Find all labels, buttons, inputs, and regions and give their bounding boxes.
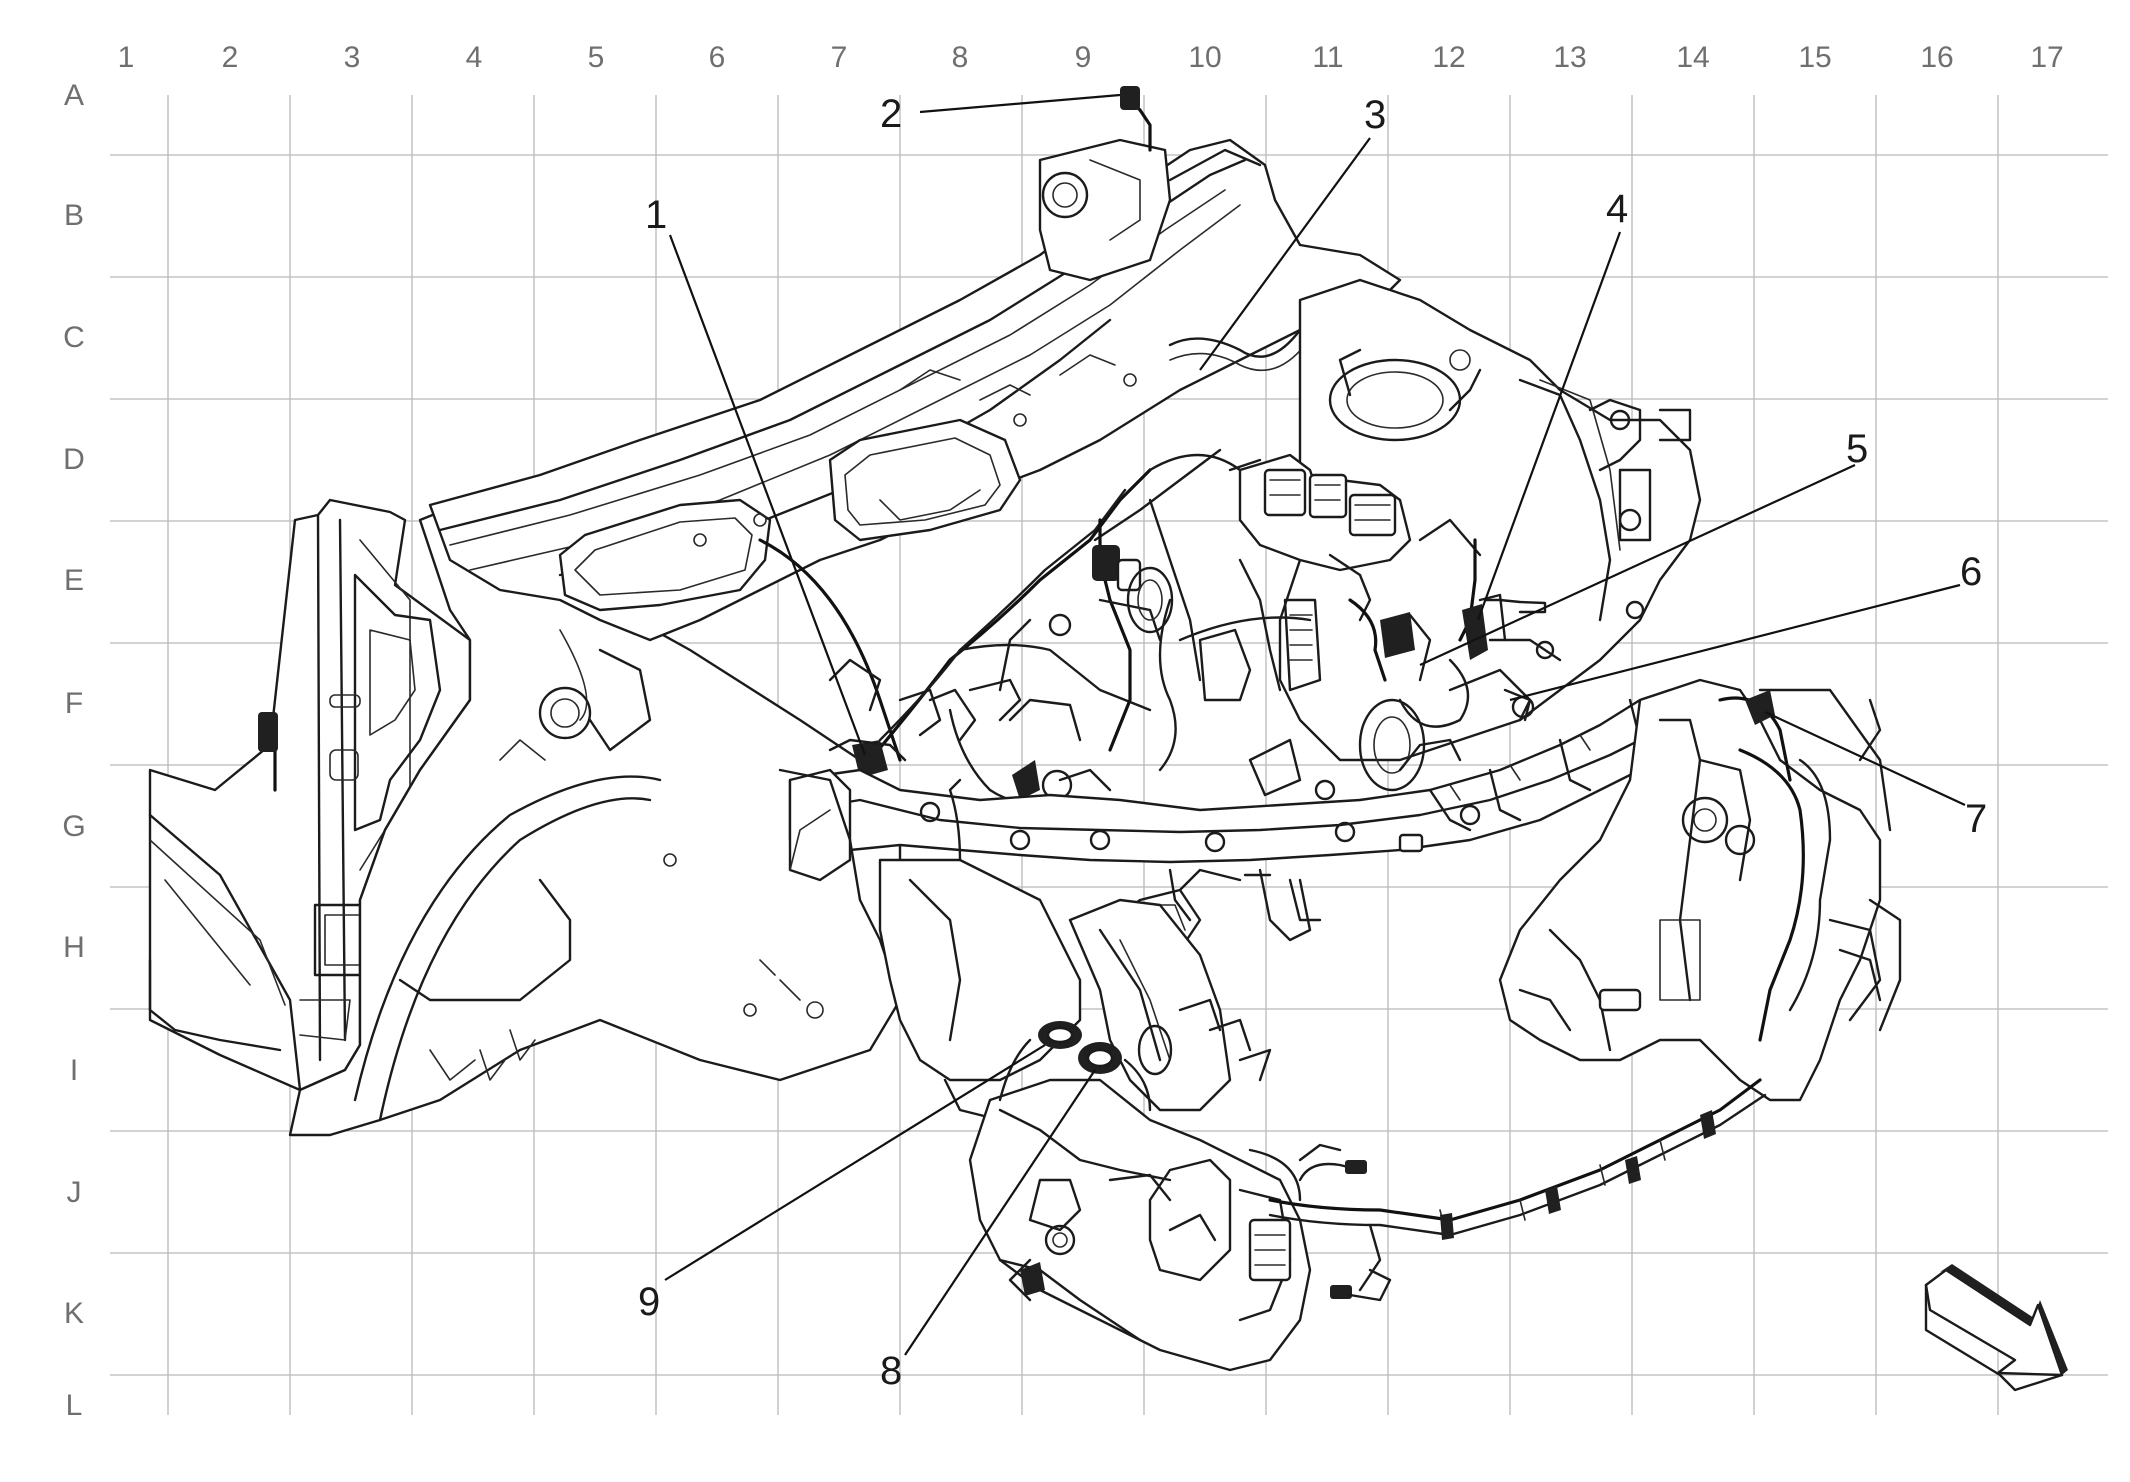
grid-row-label: D [63, 443, 85, 476]
radiator-support [778, 688, 1702, 1002]
leader-2 [919, 93, 1121, 114]
grid-column-label: 11 [1312, 41, 1343, 74]
cowl-plenum-panel [428, 86, 1402, 642]
leader-3 [1199, 137, 1371, 371]
vehicle-front-structure [148, 86, 1902, 1372]
grid-column-label: 2 [222, 41, 239, 74]
grid-column-label: 14 [1676, 41, 1709, 74]
grid-row-label: K [64, 1297, 84, 1330]
grid-column-label: 17 [2030, 41, 2063, 74]
grid-column-label: 12 [1432, 41, 1465, 74]
leader-6 [1509, 583, 1961, 702]
callout-6: 6 [1960, 550, 1982, 594]
grid-row-label: L [66, 1389, 83, 1422]
callout-leaders [664, 93, 1966, 1356]
lower-center-bracket [878, 778, 1272, 1122]
grid-column-label: 5 [588, 41, 605, 74]
grid-column-label: 6 [709, 41, 726, 74]
connector-7-body [1745, 690, 1775, 725]
grid-row-label: E [64, 564, 84, 597]
grid-row-label: I [70, 1054, 78, 1087]
leader-9 [664, 1044, 1046, 1281]
main-wire-harness [758, 448, 1562, 805]
grid-row-label: A [64, 79, 84, 112]
grid-column-label: 9 [1075, 41, 1092, 74]
grid-column-label: 3 [344, 41, 361, 74]
callout-4: 4 [1606, 187, 1628, 231]
callout-7: 7 [1965, 797, 1987, 841]
connector-4-body [1462, 604, 1488, 660]
connector-2-body [1120, 86, 1140, 110]
grid-row-label: G [62, 810, 85, 843]
callout-5: 5 [1846, 427, 1868, 471]
left-headlamp-bracket [968, 1078, 1312, 1372]
leader-5 [1419, 464, 1856, 666]
grid-row-label: C [63, 321, 85, 354]
leader-7 [1764, 711, 1966, 806]
grid-column-label: 7 [831, 41, 848, 74]
grid-row-label: B [64, 199, 84, 232]
callout-3: 3 [1364, 93, 1386, 137]
callout-numbers: 1 2 3 4 5 6 7 8 9 [638, 92, 1987, 1393]
grid-row-label: J [67, 1176, 82, 1209]
direction-arrow-icon [1924, 1264, 2068, 1392]
grid-column-label: 13 [1553, 41, 1586, 74]
front-lower-harness [1268, 1078, 1767, 1302]
grid-row-labels: A B C D E F G H I J K L [62, 79, 85, 1422]
right-headlamp-bracket [1498, 678, 1902, 1102]
callout-2: 2 [880, 92, 902, 136]
grid-column-label: 4 [466, 41, 483, 74]
leader-1 [668, 234, 867, 756]
grid-row-label: F [65, 687, 83, 720]
callout-9: 9 [638, 1280, 660, 1324]
leader-8 [904, 1069, 1096, 1356]
left-body-pillar [148, 498, 472, 1092]
leader-4 [1476, 231, 1622, 621]
connector-1-body [852, 740, 888, 778]
callout-1: 1 [645, 193, 667, 237]
grid-column-label: 15 [1798, 41, 1831, 74]
grid-column-label: 1 [118, 41, 135, 74]
grid-column-label: 10 [1188, 41, 1221, 74]
grid-row-label: H [63, 931, 85, 964]
connector-group-8-9 [998, 1021, 1152, 1112]
grid-column-label: 16 [1920, 41, 1953, 74]
underhood-electrical-center [1198, 453, 1412, 702]
left-wheelhouse-apron [288, 498, 902, 1137]
grid-column-label: 8 [952, 41, 969, 74]
callout-8: 8 [880, 1349, 902, 1393]
connector-group-5-6 [1380, 612, 1532, 722]
